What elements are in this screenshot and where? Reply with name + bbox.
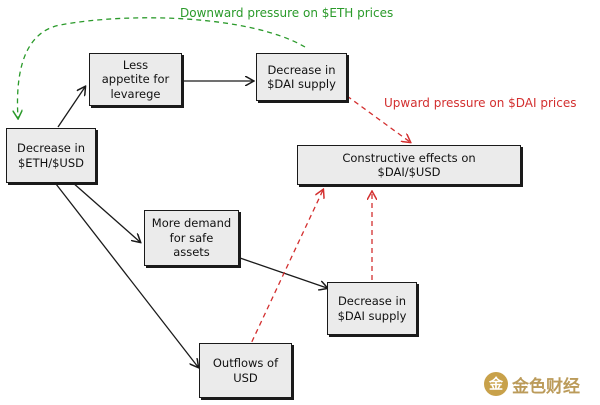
watermark: 金 金色财经 xyxy=(484,370,580,398)
watermark-text: 金色财经 xyxy=(512,376,580,397)
edge-eth-to-outflows xyxy=(55,183,198,367)
edge-outflows-to-constructive xyxy=(247,190,323,351)
watermark-logo-icon: 金 xyxy=(484,372,508,396)
node-decrease-dai-supply-bottom: Decrease in $DAI supply xyxy=(327,282,417,335)
label-upward-pressure: Upward pressure on $DAI prices xyxy=(384,96,577,110)
edge-upward-pressure xyxy=(346,95,410,142)
edge-downward-pressure xyxy=(17,17,306,118)
node-less-appetite-leverage: Less appetite for levarege xyxy=(89,53,182,106)
node-constructive-effects: Constructive effects on $DAI/$USD xyxy=(297,145,521,185)
label-downward-pressure: Downward pressure on $ETH prices xyxy=(180,6,394,20)
node-decrease-eth-usd: Decrease in $ETH/$USD xyxy=(6,128,96,183)
edge-eth-to-demand xyxy=(71,181,140,242)
edge-eth-to-appetite xyxy=(57,87,85,128)
node-decrease-dai-supply-top: Decrease in $DAI supply xyxy=(256,53,347,101)
node-outflows-usd: Outflows of USD xyxy=(199,343,292,398)
node-more-demand-safe-assets: More demand for safe assets xyxy=(144,210,239,266)
